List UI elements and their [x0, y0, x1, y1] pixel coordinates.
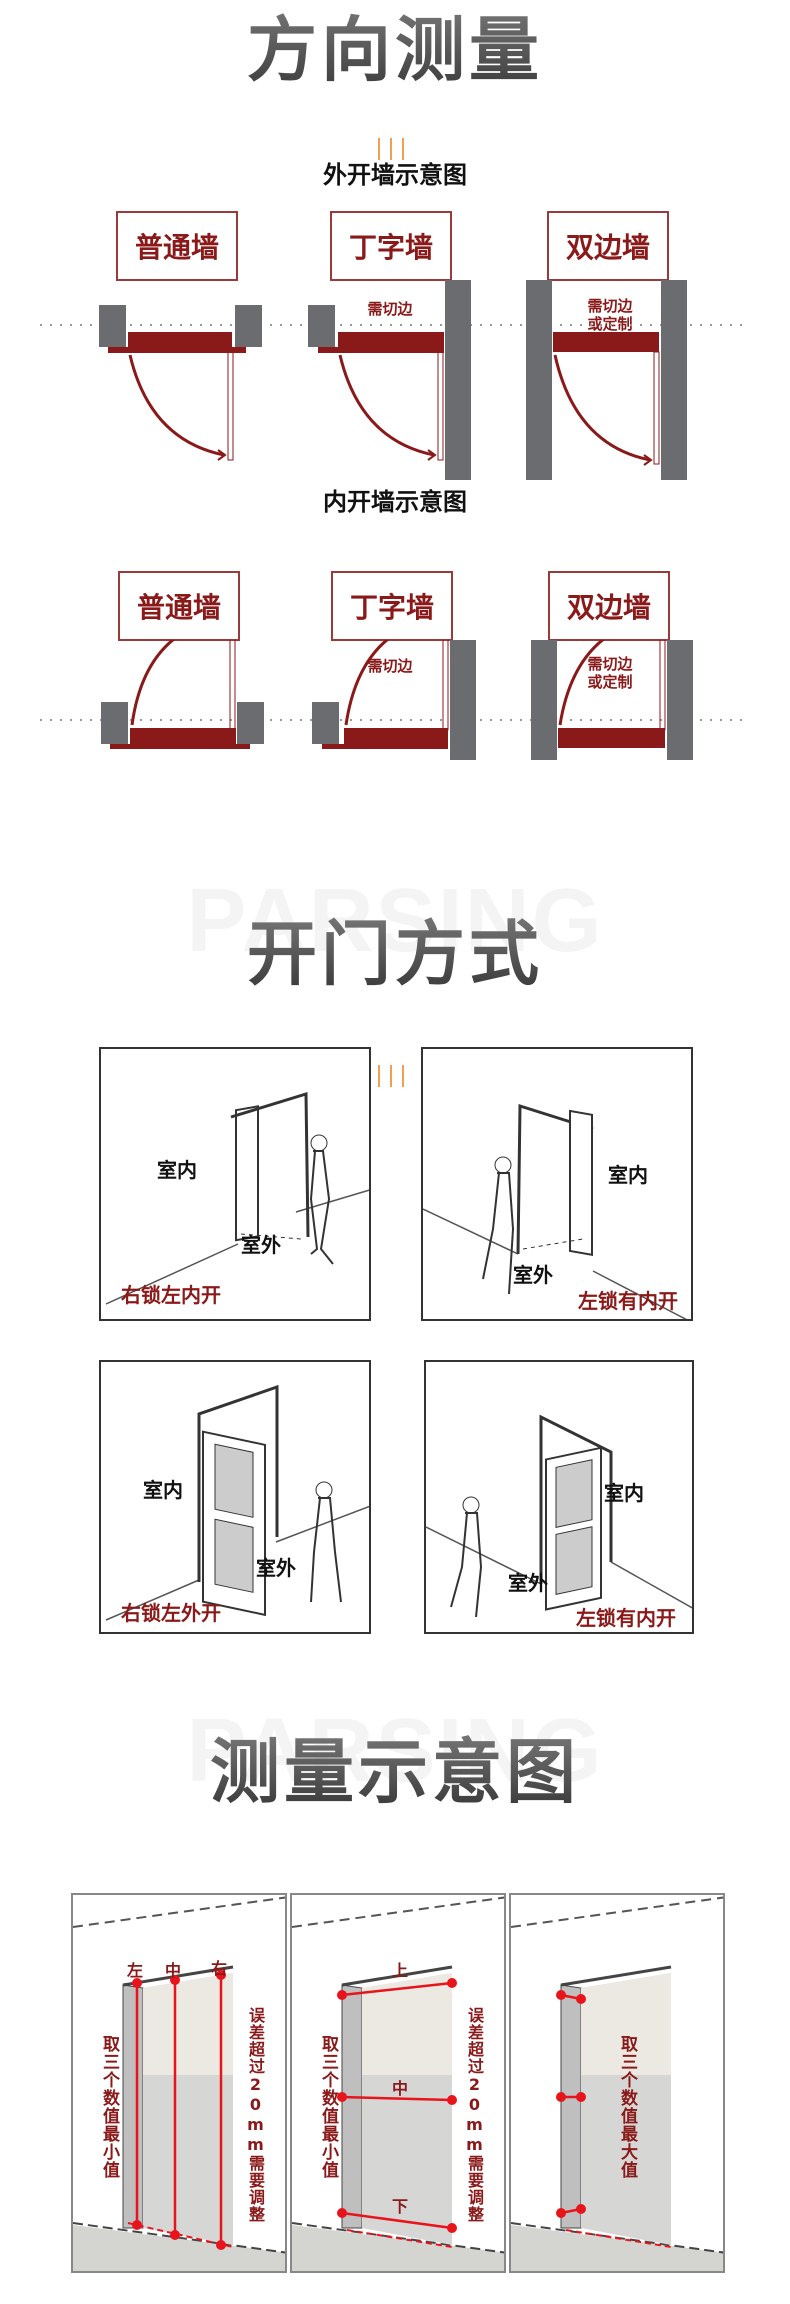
point-left: 左 — [127, 1961, 144, 1980]
door-caption: 左锁有内开 — [578, 1289, 678, 1313]
door-caption: 右锁左外开 — [121, 1601, 221, 1625]
door-illustration — [423, 1103, 688, 1319]
wall-label-t: 丁字墙 — [330, 211, 452, 281]
door-panel-1: 室内 室外 右锁左内开 — [99, 1047, 371, 1321]
measure-panel-height: 上 中 下 取三个数值最小值 误差超过20mm需要调整 — [290, 1893, 506, 2273]
measure-panel-depth: 取三个数值最大值 — [509, 1893, 725, 2273]
point-middle: 中 — [392, 2079, 409, 2098]
wall-label-t-inward: 丁字墙 — [331, 571, 453, 641]
section-title-direction: 方向测量 — [0, 0, 790, 105]
door-caption: 左锁有内开 — [576, 1606, 676, 1630]
note-t-inward: 需切边 — [367, 657, 413, 675]
door-panel-4: 室内 室外 左锁有内开 — [424, 1360, 694, 1634]
note-error: 误差超过20mm需要调整 — [465, 2007, 484, 2223]
note-double-inward: 需切边 或定制 — [587, 655, 633, 691]
inward-subtitle: 内开墙示意图 — [323, 488, 467, 516]
door-frame-illustration — [73, 1896, 285, 2271]
outdoor-label: 室外 — [513, 1263, 553, 1287]
door-frame-illustration — [292, 1896, 504, 2271]
door-illustration — [426, 1414, 692, 1618]
section-title-measure: 测量示意图 — [0, 1728, 790, 1818]
point-bottom: 下 — [392, 2197, 409, 2216]
note-error: 误差超过20mm需要调整 — [246, 2007, 265, 2223]
wall-label-double-inward: 双边墙 — [548, 571, 670, 641]
door-illustration — [105, 1384, 369, 1621]
indoor-label: 室内 — [143, 1478, 183, 1502]
divider-ticks — [378, 138, 404, 160]
watermark: PARSING — [0, 1700, 790, 1803]
door-illustration — [105, 1091, 369, 1305]
outdoor-label: 室外 — [241, 1233, 281, 1257]
divider-ticks — [378, 1065, 404, 1087]
door-panel-2: 室内 室外 左锁有内开 — [421, 1047, 693, 1321]
outdoor-label: 室外 — [508, 1571, 548, 1595]
note-double: 需切边 或定制 — [587, 297, 633, 333]
wall-label-double: 双边墙 — [547, 211, 669, 281]
measure-panel-width: 左 中 右 取三个数值最小值 误差超过20mm需要调整 — [71, 1893, 287, 2273]
indoor-label: 室内 — [608, 1163, 648, 1187]
wall-label-normal-inward: 普通墙 — [118, 571, 240, 641]
note-max: 取三个数值最大值 — [617, 2035, 637, 2179]
door-caption: 右锁左内开 — [121, 1283, 221, 1307]
watermark: PARSING — [0, 870, 790, 973]
point-right: 右 — [211, 1959, 228, 1978]
outward-subtitle: 外开墙示意图 — [323, 161, 467, 189]
inward-wall-diagram — [40, 640, 750, 760]
indoor-label: 室内 — [604, 1481, 644, 1505]
indoor-label: 室内 — [157, 1158, 197, 1182]
door-frame-illustration — [511, 1896, 723, 2271]
section-title-opening: 开门方式 — [0, 910, 790, 1000]
wall-label-normal: 普通墙 — [116, 211, 238, 281]
point-middle: 中 — [165, 1961, 182, 1980]
outward-wall-diagram — [40, 280, 750, 480]
point-top: 上 — [392, 1961, 409, 1980]
note-t: 需切边 — [367, 300, 413, 318]
door-panel-3: 室内 室外 右锁左外开 — [99, 1360, 371, 1634]
note-min: 取三个数值最小值 — [318, 2035, 338, 2179]
note-min: 取三个数值最小值 — [99, 2035, 119, 2179]
outdoor-label: 室外 — [256, 1556, 296, 1580]
